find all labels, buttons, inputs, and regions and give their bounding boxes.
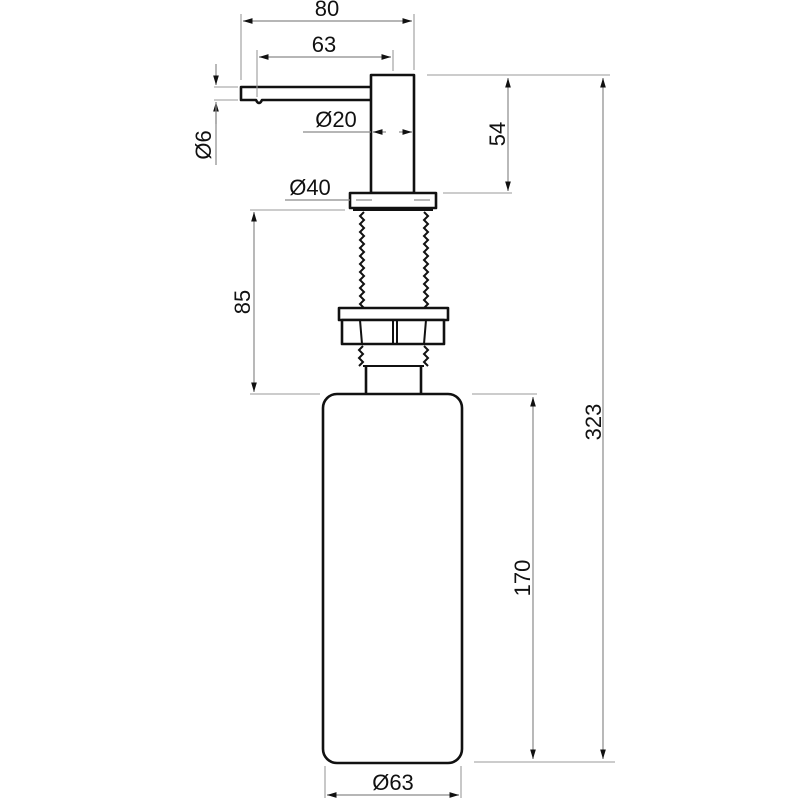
dispenser-head [239,73,438,211]
label-d6: Ø6 [191,130,216,159]
dimension-d40: Ø40 [285,175,350,201]
mounting-nut-washer [337,306,450,322]
dimension-d63: Ø63 [324,766,462,798]
dimension-80: 80 [240,0,415,80]
label-80: 80 [315,0,339,21]
threaded-shank [337,211,450,394]
dimension-323: 323 [581,78,606,759]
label-323: 323 [581,404,606,441]
label-85: 85 [230,290,255,314]
dimension-63: 63 [256,32,394,97]
spout [239,85,376,105]
dimension-d6: Ø6 [191,64,238,165]
body-tube [369,73,416,195]
label-d20: Ø20 [315,107,357,132]
label-d63: Ø63 [372,770,414,795]
dimension-d20: Ø20 [303,107,412,135]
dimension-170: 170 [472,393,615,763]
dimension-54: 54 [427,74,610,194]
bottle [321,392,464,765]
label-170: 170 [510,560,535,597]
label-d40: Ø40 [289,175,331,200]
label-54: 54 [485,122,510,146]
label-63: 63 [312,32,336,57]
dimension-85: 85 [230,209,345,395]
